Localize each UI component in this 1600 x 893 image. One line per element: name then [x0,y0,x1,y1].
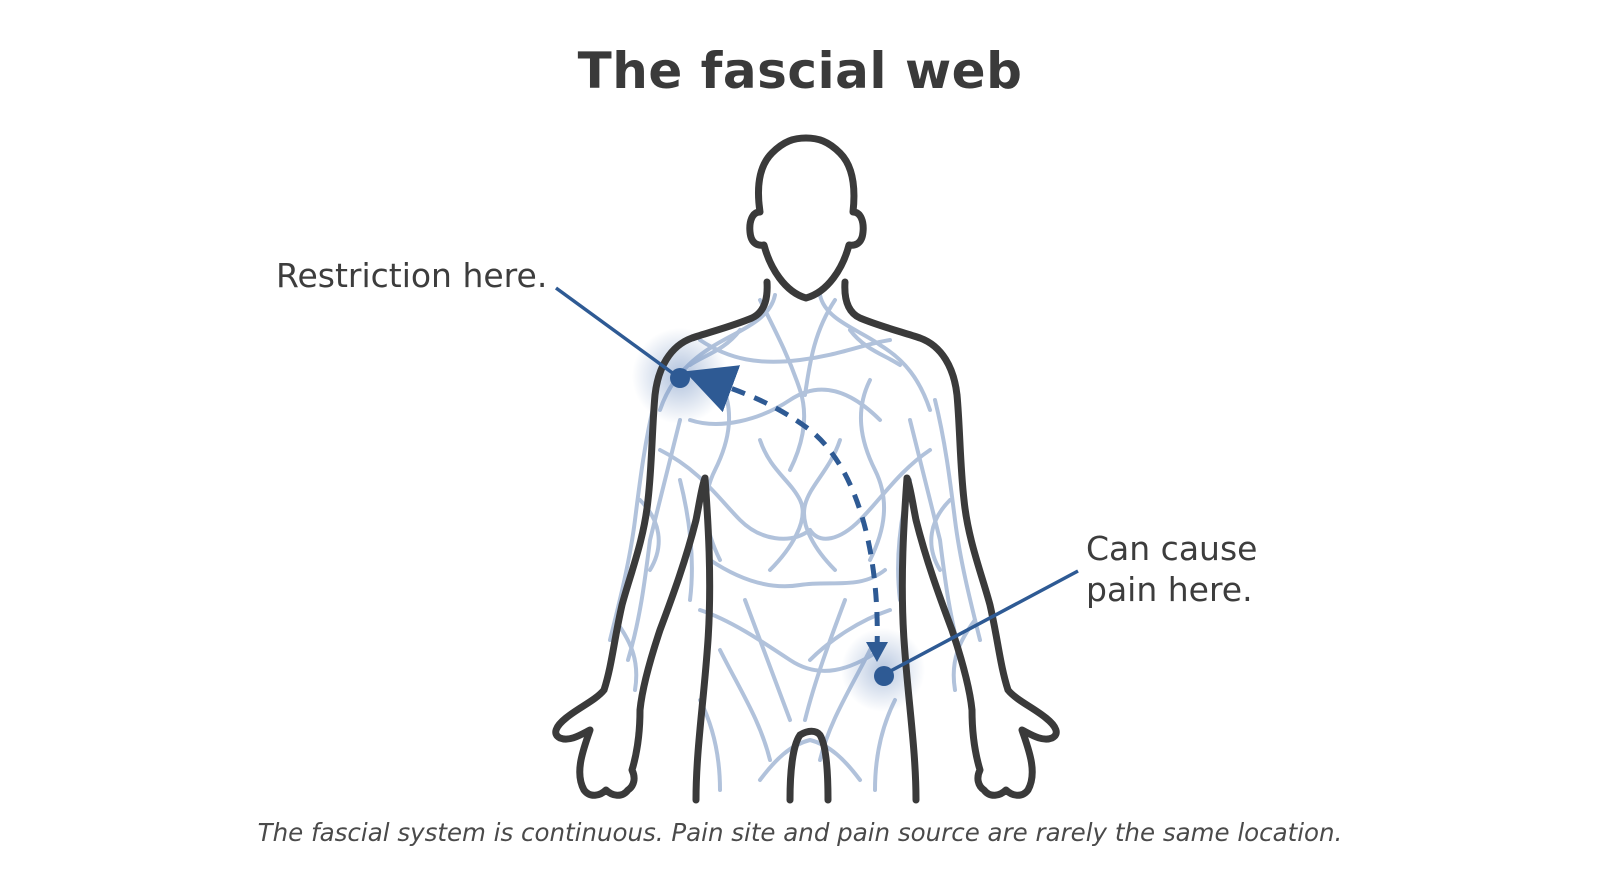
pain-label-line1: Can cause [1086,529,1258,568]
dashed-arrow-head-down [866,642,888,662]
pain-leader-line [882,569,1079,677]
restriction-leader-line [554,286,680,379]
diagram-title: The fascial web [577,42,1023,100]
human-body-outline [552,134,1060,804]
pain-marker [874,666,894,686]
restriction-label: Restriction here. [276,256,548,295]
diagram-caption: The fascial system is continuous. Pain s… [257,818,1343,847]
dashed-arrow [684,365,880,651]
pain-label-line2: pain here. [1086,570,1253,609]
restriction-marker [670,368,690,388]
pain-label: Can cause pain here. [1086,528,1346,610]
